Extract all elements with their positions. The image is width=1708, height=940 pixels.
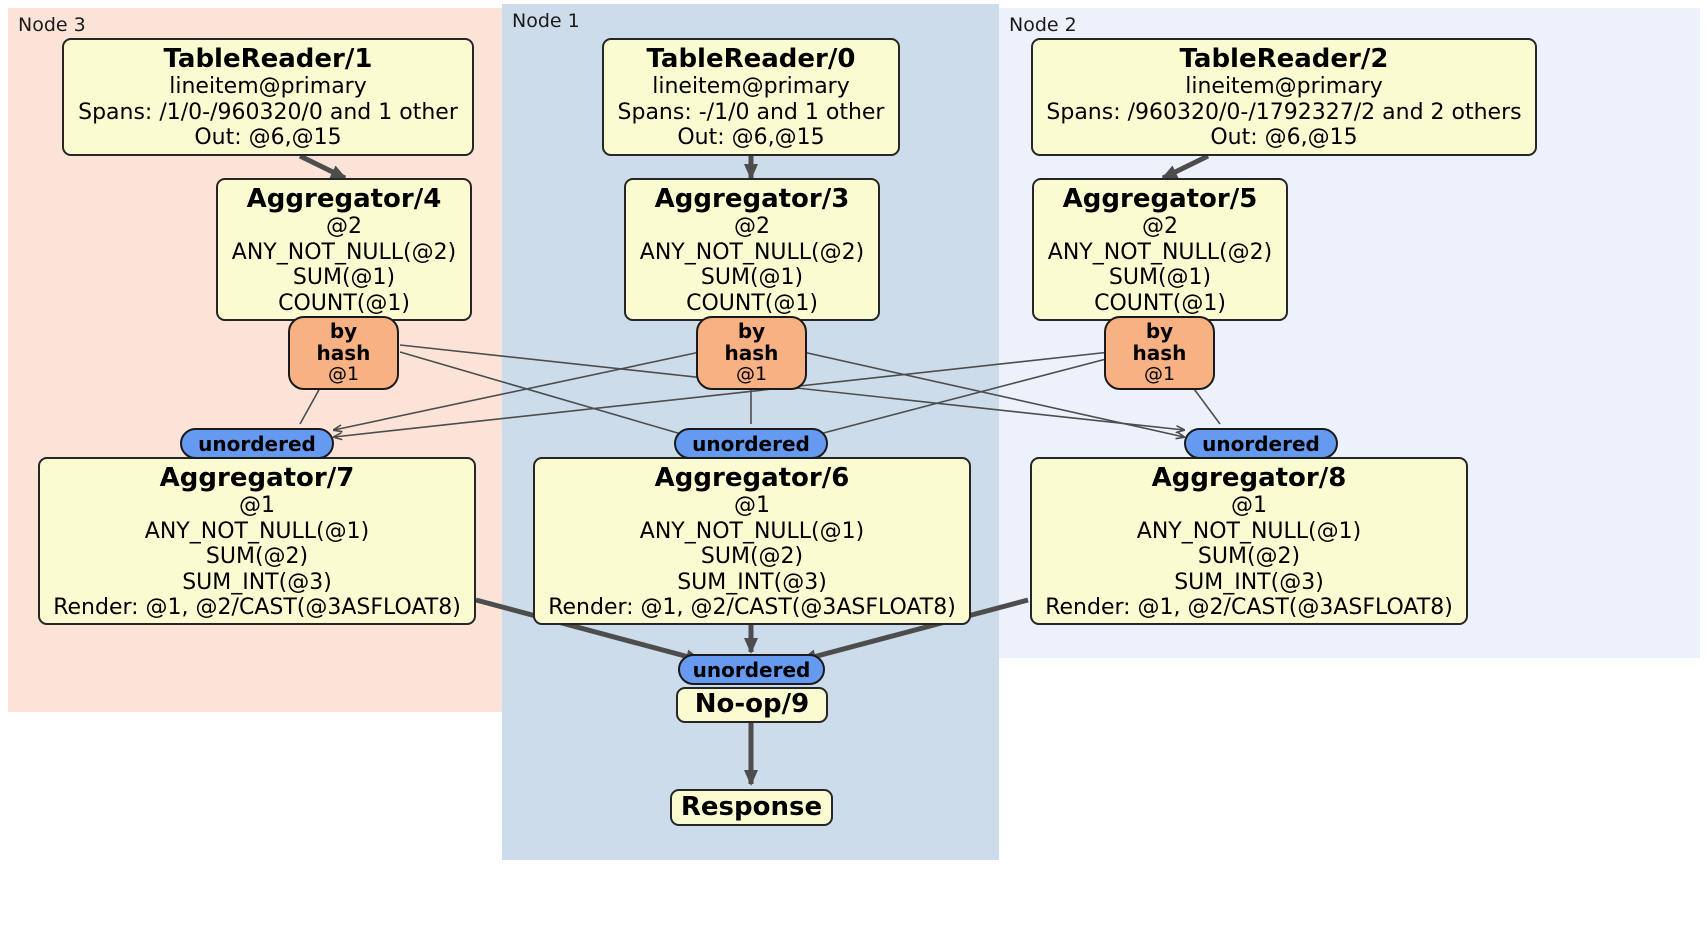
router-label: by hash — [1132, 319, 1187, 365]
processor-detail: SUM_INT(@3) — [1174, 569, 1324, 595]
processor-detail: @1 — [734, 493, 770, 519]
processor-detail: lineitem@primary — [169, 74, 367, 100]
processor-detail: @2 — [734, 214, 770, 240]
synchronizer-unordered-final[interactable]: unordered — [678, 654, 825, 685]
processor-title: Aggregator/6 — [654, 463, 850, 493]
processor-detail: ANY_NOT_NULL(@2) — [231, 239, 457, 265]
processor-detail: @2 — [326, 214, 362, 240]
router-column: @1 — [327, 363, 360, 385]
processor-aggregator-8[interactable]: Aggregator/8 @1 ANY_NOT_NULL(@1) SUM(@2)… — [1030, 457, 1468, 625]
processor-response[interactable]: Response — [670, 789, 833, 826]
processor-detail: Out: @6,@15 — [1210, 125, 1358, 151]
synchronizer-unordered-center[interactable]: unordered — [674, 428, 828, 459]
processor-table-reader-2[interactable]: TableReader/2 lineitem@primary Spans: /9… — [1031, 38, 1537, 156]
processor-detail: ANY_NOT_NULL(@1) — [144, 518, 370, 544]
processor-title: No-op/9 — [694, 689, 810, 720]
node-panel-label: Node 1 — [512, 10, 580, 32]
processor-detail: ANY_NOT_NULL(@2) — [1047, 239, 1273, 265]
processor-detail: Render: @1, @2/CAST(@3ASFLOAT8) — [53, 595, 461, 621]
processor-detail: Out: @6,@15 — [677, 125, 825, 151]
router-column: @1 — [1143, 363, 1176, 385]
processor-title: Aggregator/4 — [246, 184, 442, 214]
processor-detail: @1 — [239, 493, 275, 519]
processor-title: TableReader/2 — [1179, 44, 1389, 74]
processor-detail: Render: @1, @2/CAST(@3ASFLOAT8) — [1045, 595, 1453, 621]
processor-detail: SUM(@2) — [1197, 544, 1301, 570]
processor-aggregator-3[interactable]: Aggregator/3 @2 ANY_NOT_NULL(@2) SUM(@1)… — [624, 178, 880, 321]
processor-title: Aggregator/5 — [1062, 184, 1258, 214]
processor-detail: SUM(@2) — [205, 544, 309, 570]
router-by-hash-left[interactable]: by hash @1 — [288, 316, 399, 390]
processor-aggregator-7[interactable]: Aggregator/7 @1 ANY_NOT_NULL(@1) SUM(@2)… — [38, 457, 476, 625]
processor-detail: lineitem@primary — [1185, 74, 1383, 100]
processor-detail: Spans: /1/0-/960320/0 and 1 other — [78, 99, 458, 125]
processor-aggregator-4[interactable]: Aggregator/4 @2 ANY_NOT_NULL(@2) SUM(@1)… — [216, 178, 472, 321]
processor-detail: ANY_NOT_NULL(@1) — [639, 518, 865, 544]
processor-detail: ANY_NOT_NULL(@1) — [1136, 518, 1362, 544]
processor-detail: COUNT(@1) — [278, 290, 410, 316]
processor-title: Response — [680, 791, 823, 822]
router-column: @1 — [735, 363, 768, 385]
router-label: by hash — [316, 319, 371, 365]
router-label: by hash — [724, 319, 779, 365]
processor-detail: SUM(@1) — [1108, 265, 1212, 291]
processor-title: Aggregator/7 — [159, 463, 355, 493]
processor-title: Aggregator/3 — [654, 184, 850, 214]
processor-table-reader-1[interactable]: TableReader/1 lineitem@primary Spans: /1… — [62, 38, 474, 156]
processor-detail: ANY_NOT_NULL(@2) — [639, 239, 865, 265]
processor-detail: @2 — [1142, 214, 1178, 240]
processor-no-op-9[interactable]: No-op/9 — [676, 687, 828, 723]
synchronizer-unordered-right[interactable]: unordered — [1184, 428, 1338, 459]
processor-detail: Spans: -/1/0 and 1 other — [617, 99, 885, 125]
router-by-hash-center[interactable]: by hash @1 — [696, 316, 807, 390]
router-by-hash-right[interactable]: by hash @1 — [1104, 316, 1215, 390]
processor-table-reader-0[interactable]: TableReader/0 lineitem@primary Spans: -/… — [602, 38, 900, 156]
node-panel-label: Node 2 — [1009, 14, 1077, 36]
node-panel-label: Node 3 — [18, 14, 86, 36]
processor-detail: SUM_INT(@3) — [182, 569, 332, 595]
processor-title: TableReader/1 — [163, 44, 373, 74]
processor-detail: SUM_INT(@3) — [677, 569, 827, 595]
synchronizer-unordered-left[interactable]: unordered — [180, 428, 334, 459]
processor-detail: Spans: /960320/0-/1792327/2 and 2 others — [1046, 99, 1522, 125]
processor-detail: lineitem@primary — [652, 74, 850, 100]
processor-detail: SUM(@1) — [700, 265, 804, 291]
processor-detail: SUM(@1) — [292, 265, 396, 291]
processor-detail: Out: @6,@15 — [194, 125, 342, 151]
processor-detail: @1 — [1231, 493, 1267, 519]
processor-detail: COUNT(@1) — [686, 290, 818, 316]
processor-detail: COUNT(@1) — [1094, 290, 1226, 316]
processor-title: TableReader/0 — [646, 44, 856, 74]
processor-title: Aggregator/8 — [1151, 463, 1347, 493]
processor-detail: Render: @1, @2/CAST(@3ASFLOAT8) — [548, 595, 956, 621]
processor-detail: SUM(@2) — [700, 544, 804, 570]
processor-aggregator-6[interactable]: Aggregator/6 @1 ANY_NOT_NULL(@1) SUM(@2)… — [533, 457, 971, 625]
processor-aggregator-5[interactable]: Aggregator/5 @2 ANY_NOT_NULL(@2) SUM(@1)… — [1032, 178, 1288, 321]
